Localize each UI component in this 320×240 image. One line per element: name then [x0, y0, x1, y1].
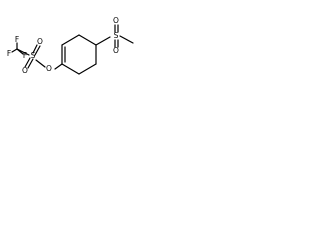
- bond-s-o-ether: [35, 59, 46, 68]
- atom-labels: F F F S O O O S O O: [7, 16, 119, 75]
- atom-f-bottom: F: [23, 51, 27, 60]
- bond-s-o-triflate-2a: [32, 44, 38, 54]
- structure-canvas: F F F S O O O S O O: [7, 16, 134, 75]
- atom-o-ether: O: [46, 64, 52, 73]
- atom-f-top: F: [15, 35, 19, 44]
- bond-c3-c4: [78, 34, 97, 46]
- bond-c5-c6: [78, 63, 97, 75]
- bond-s-o-triflate-1b: [27, 58, 34, 69]
- bond-s-o-triflate-2b: [34, 45, 41, 56]
- atom-s-sulfone: S: [114, 31, 119, 40]
- atom-o-triflate-1: O: [22, 66, 28, 75]
- bond-c6-c1: [61, 63, 80, 75]
- atom-o-triflate-2: O: [37, 37, 43, 46]
- bond-s-o-triflate-1a: [24, 57, 31, 68]
- atom-o-sulfone-2: O: [113, 46, 119, 55]
- atom-s-triflate: S: [31, 51, 36, 60]
- bond-c-f-left: [11, 48, 18, 53]
- bond-c4-s-sulfone: [95, 36, 111, 46]
- bonds: [11, 24, 134, 75]
- bond-o-c1: [54, 63, 63, 70]
- bond-c2-c3: [61, 34, 80, 46]
- bond-c-s-triflate: [16, 48, 30, 56]
- atom-o-sulfone-1: O: [113, 16, 119, 25]
- atom-f-left: F: [7, 49, 11, 58]
- bond-s-methyl: [119, 35, 134, 44]
